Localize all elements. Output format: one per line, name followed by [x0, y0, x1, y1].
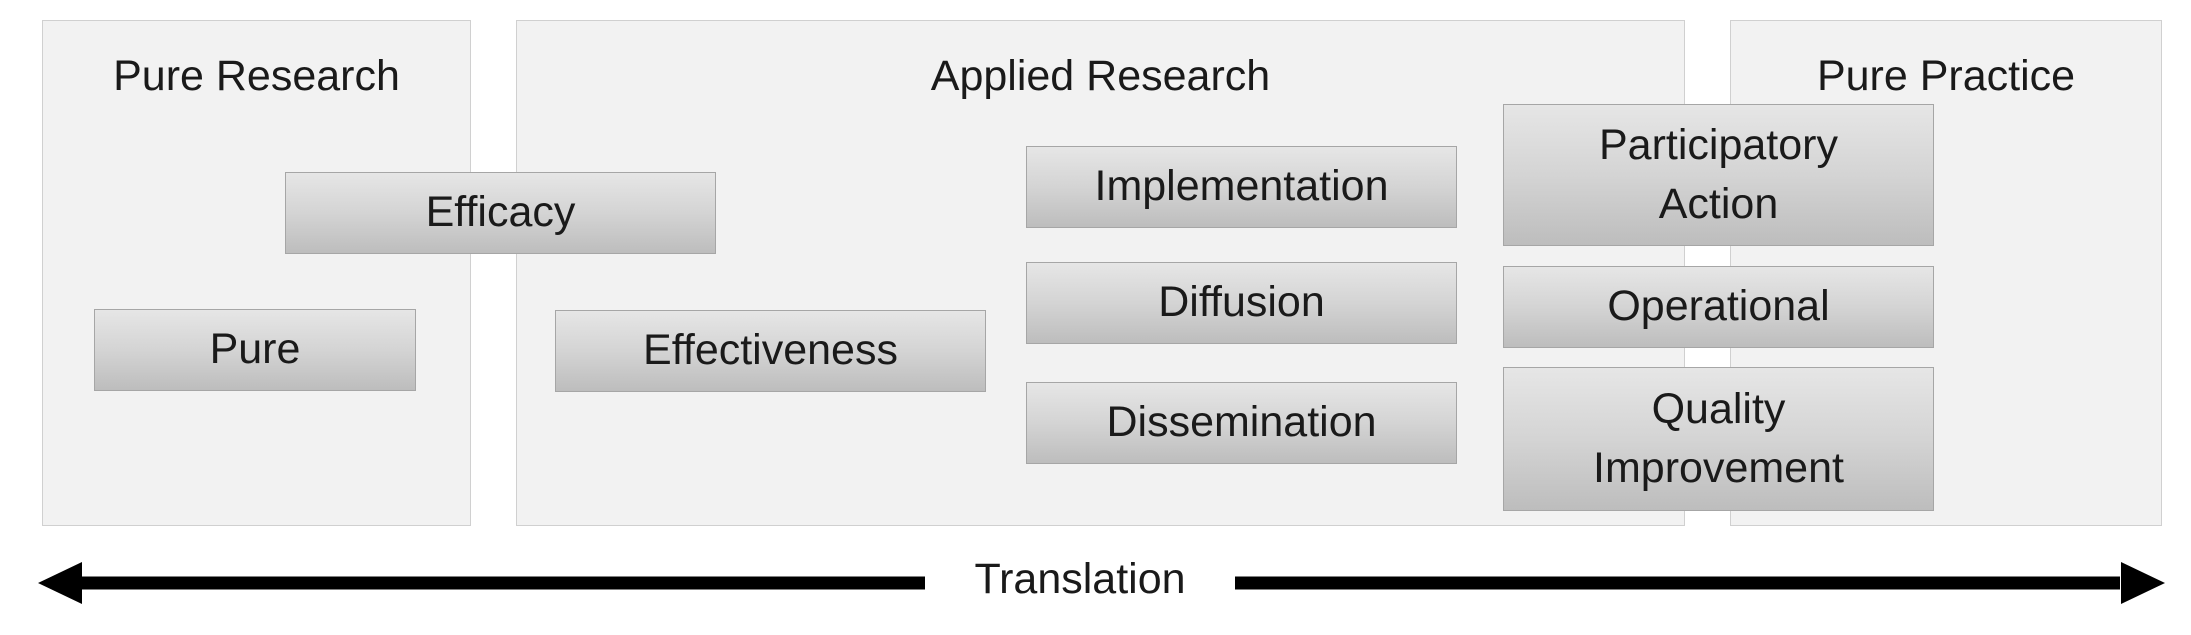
- arrow-head-left-icon: [38, 562, 82, 604]
- panel-pure-practice: Pure Practice: [1730, 20, 2162, 526]
- panel-title-applied-research: Applied Research: [930, 52, 1271, 100]
- box-effectiveness: Effectiveness: [555, 310, 986, 392]
- box-operational-label: Operational: [1607, 282, 1830, 331]
- box-implementation-label: Implementation: [1094, 162, 1389, 211]
- box-quality-improvement: Quality Improvement: [1503, 367, 1934, 511]
- translation-label: Translation: [974, 555, 1186, 603]
- box-operational: Operational: [1503, 266, 1934, 348]
- box-efficacy: Efficacy: [285, 172, 716, 254]
- box-diffusion: Diffusion: [1026, 262, 1457, 344]
- panel-title-pure-practice: Pure Practice: [1816, 52, 2076, 100]
- box-dissemination-label: Dissemination: [1106, 398, 1377, 447]
- box-effectiveness-label: Effectiveness: [643, 326, 898, 375]
- box-implementation: Implementation: [1026, 146, 1457, 228]
- arrow-head-right-icon: [2121, 562, 2165, 604]
- box-dissemination: Dissemination: [1026, 382, 1457, 464]
- box-participatory-action: Participatory Action: [1503, 104, 1934, 246]
- box-pure: Pure: [94, 309, 416, 391]
- box-pure-label: Pure: [209, 325, 301, 374]
- panel-title-pure-research: Pure Research: [113, 52, 400, 100]
- box-participatory-action-label: Participatory Action: [1599, 120, 1838, 228]
- box-diffusion-label: Diffusion: [1158, 278, 1325, 327]
- translation-arrow: [38, 562, 2165, 604]
- box-efficacy-label: Efficacy: [425, 188, 576, 237]
- box-quality-improvement-label: Quality Improvement: [1593, 384, 1844, 492]
- panel-pure-research: Pure Research: [42, 20, 471, 526]
